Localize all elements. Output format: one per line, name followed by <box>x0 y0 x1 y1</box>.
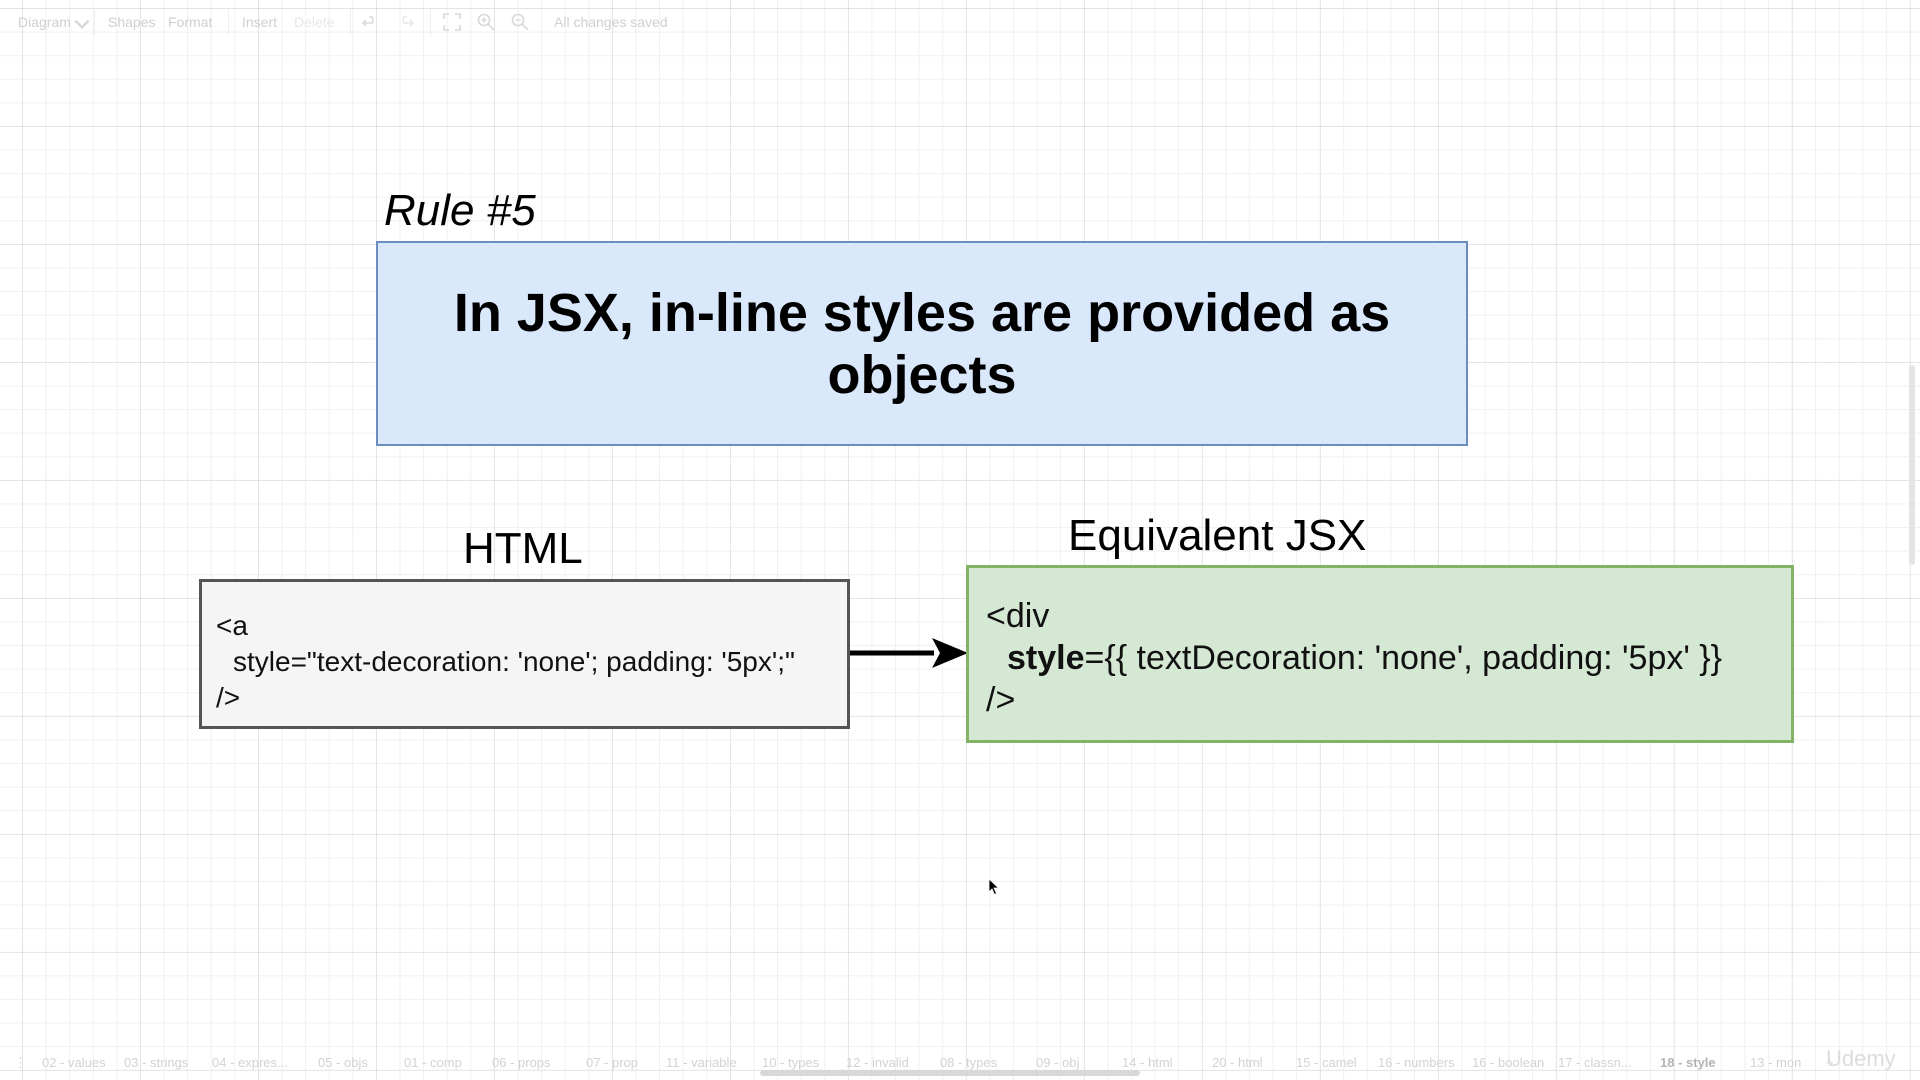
mouse-cursor-icon <box>988 878 1000 896</box>
page-tab[interactable]: 14 - html <box>1122 1055 1173 1070</box>
arrow-head <box>932 638 968 668</box>
zoom-in-icon[interactable] <box>476 12 496 32</box>
format-button[interactable]: Format <box>168 14 213 30</box>
html-code-line-1: <a <box>216 610 248 641</box>
jsx-code-line-3: /> <box>986 681 1016 719</box>
rule-text: In JSX, in-line styles are provided as o… <box>453 282 1391 405</box>
toolbar-divider <box>350 8 351 36</box>
insert-button[interactable]: Insert <box>242 14 278 30</box>
page-tab[interactable]: 02 - values <box>42 1055 106 1070</box>
page-tab[interactable]: 15 - camel <box>1296 1055 1357 1070</box>
page-tab[interactable]: 20 - html <box>1212 1055 1263 1070</box>
page-menu-icon[interactable]: ⋮ <box>14 1055 27 1070</box>
html-code-box[interactable]: <a style="text-decoration: 'none'; paddi… <box>199 579 850 729</box>
page-tab[interactable]: 10 - types <box>762 1055 820 1070</box>
delete-button[interactable]: Delete <box>294 14 335 30</box>
page-tab[interactable]: 06 - props <box>492 1055 551 1070</box>
page-tab[interactable]: 12 - invalid <box>846 1055 909 1070</box>
horizontal-scrollbar[interactable] <box>760 1070 1140 1076</box>
arrow-connector[interactable] <box>848 632 970 674</box>
toolbar-divider <box>430 8 431 36</box>
page-tab[interactable]: 09 - obj <box>1036 1055 1080 1070</box>
toolbar: Diagram Shapes Format Insert Delete All … <box>0 0 1920 44</box>
undo-icon[interactable] <box>360 12 380 32</box>
page-tab[interactable]: 07 - prop <box>586 1055 639 1070</box>
jsx-code-line-1: <div <box>986 597 1050 635</box>
page-tab-bar: ⋮ 02 - values 03 - strings 04 - expres..… <box>0 1050 1920 1074</box>
toolbar-divider <box>228 8 229 36</box>
page-tab[interactable]: 16 - numbers <box>1378 1055 1455 1070</box>
fullscreen-icon[interactable] <box>442 12 462 32</box>
save-status: All changes saved <box>554 14 668 30</box>
udemy-watermark: Udemy <box>1826 1046 1896 1071</box>
page-tab[interactable]: 16 - boolean <box>1472 1055 1545 1070</box>
page-tab[interactable]: 04 - expres... <box>212 1055 288 1070</box>
redo-icon[interactable] <box>396 12 416 32</box>
jsx-style-keyword: style <box>1007 639 1085 677</box>
toolbar-divider <box>94 8 95 36</box>
page-tab[interactable]: 11 - variable <box>666 1055 737 1070</box>
shapes-button[interactable]: Shapes <box>108 14 156 30</box>
html-code-line-3: /> <box>216 682 241 713</box>
diagram-menu[interactable]: Diagram <box>18 14 71 30</box>
rule-box[interactable]: In JSX, in-line styles are provided as o… <box>376 241 1468 446</box>
jsx-style-value: ={{ textDecoration: 'none', padding: '5p… <box>1084 639 1723 677</box>
jsx-code-box[interactable]: <div style={{ textDecoration: 'none', pa… <box>966 565 1794 743</box>
zoom-out-icon[interactable] <box>510 12 530 32</box>
vertical-scrollbar[interactable] <box>1909 365 1915 565</box>
jsx-label[interactable]: Equivalent JSX <box>1068 511 1367 560</box>
page-tab[interactable]: 01 - comp <box>404 1055 462 1070</box>
page-tab[interactable]: 17 - classn... <box>1558 1055 1632 1070</box>
rule-label[interactable]: Rule #5 <box>384 186 536 235</box>
page-tab[interactable]: 13 - mon <box>1750 1055 1802 1070</box>
page-tab[interactable]: 05 - objs <box>318 1055 368 1070</box>
jsx-code-line-2: style={{ textDecoration: 'none', padding… <box>1007 639 1722 678</box>
html-label[interactable]: HTML <box>463 524 583 573</box>
page-tab[interactable]: 08 - types <box>940 1055 998 1070</box>
page-tab[interactable]: 03 - strings <box>124 1055 189 1070</box>
page-tab-active[interactable]: 18 - style <box>1660 1055 1716 1070</box>
add-page-icon[interactable]: + <box>1826 1055 1834 1070</box>
chevron-down-icon <box>72 14 90 30</box>
html-code-line-2: style="text-decoration: 'none'; padding:… <box>233 646 795 677</box>
